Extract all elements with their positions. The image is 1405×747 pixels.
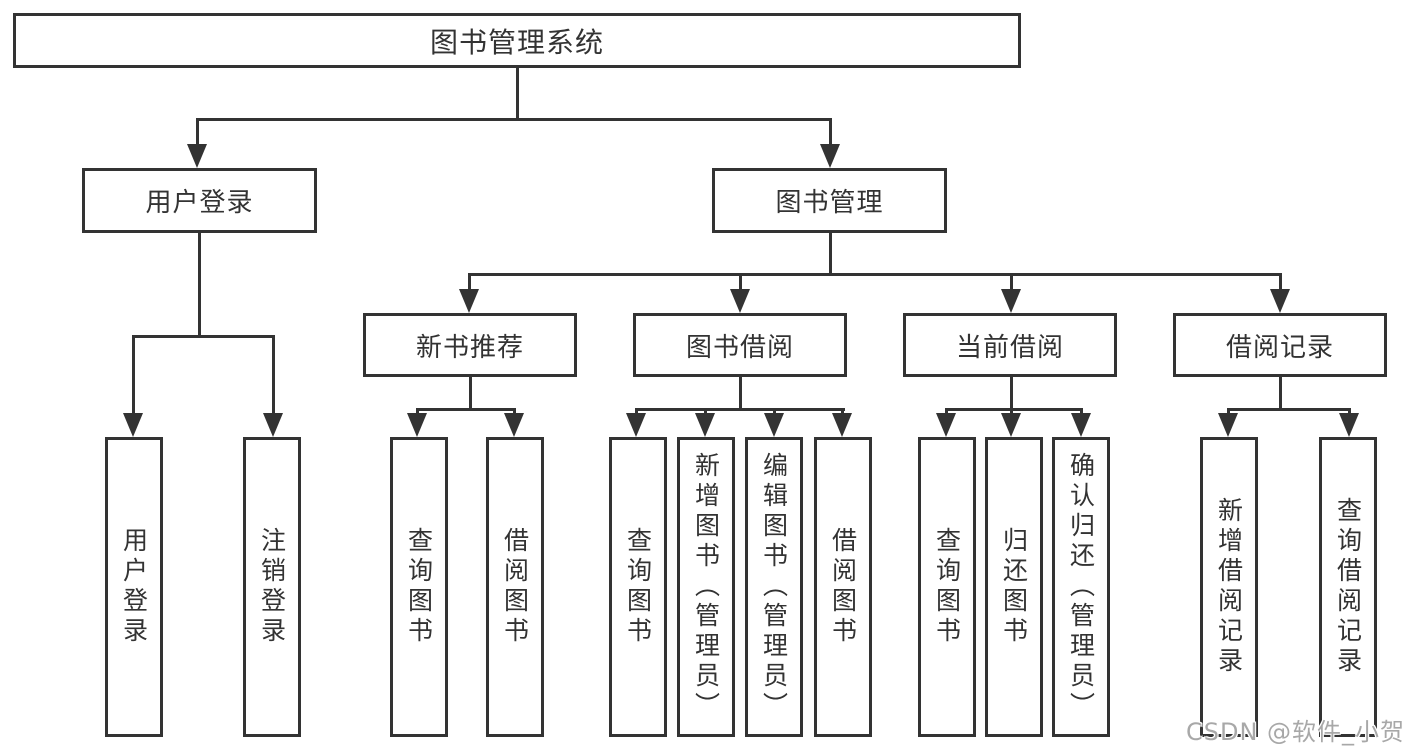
arrow-down <box>832 413 852 437</box>
tree-connector-line <box>945 408 1083 411</box>
arrow-down <box>695 413 715 437</box>
arrow-down <box>730 289 750 313</box>
tree-connector-line <box>198 233 201 335</box>
tree-connector-line <box>1279 377 1282 408</box>
leaf-return-book: 归还图书 <box>985 437 1043 737</box>
arrow-down <box>820 144 840 168</box>
arrow-down <box>1339 413 1359 437</box>
leaf-borrow-books-borrowing: 借阅图书 <box>814 437 872 737</box>
arrow-down <box>764 413 784 437</box>
leaf-add-book-admin: 新增图书（管理员） <box>677 437 735 737</box>
tree-connector-line <box>132 335 135 417</box>
leaf-add-borrowing-record: 新增借阅记录 <box>1200 437 1258 737</box>
tree-connector-line <box>196 118 832 121</box>
leaf-query-books-recommend: 查询图书 <box>390 437 448 737</box>
node-borrowing-records: 借阅记录 <box>1173 313 1387 377</box>
tree-connector-line <box>1010 377 1013 408</box>
arrow-down <box>626 413 646 437</box>
tree-connector-line <box>635 408 845 411</box>
tree-connector-line <box>1010 273 1013 295</box>
arrow-down <box>1001 413 1021 437</box>
tree-connector-line <box>196 118 199 150</box>
tree-connector-line <box>739 377 742 408</box>
tree-connector-line <box>1279 273 1282 295</box>
node-current-borrowing: 当前借阅 <box>903 313 1117 377</box>
tree-connector-line <box>468 273 1282 276</box>
tree-connector-line <box>272 335 275 417</box>
leaf-confirm-return-admin: 确认归还（管理员） <box>1052 437 1110 737</box>
tree-connector-line <box>829 233 832 273</box>
arrow-down <box>1071 413 1091 437</box>
node-library-management-system: 图书管理系统 <box>13 13 1021 68</box>
leaf-borrow-books-recommend: 借阅图书 <box>486 437 544 737</box>
arrow-down <box>1001 289 1021 313</box>
node-book-management: 图书管理 <box>712 168 947 233</box>
tree-connector-line <box>132 335 275 338</box>
node-book-borrowing: 图书借阅 <box>633 313 847 377</box>
arrow-down <box>1270 289 1290 313</box>
arrow-down <box>936 413 956 437</box>
leaf-edit-book-admin: 编辑图书（管理员） <box>745 437 803 737</box>
arrow-down <box>123 413 143 437</box>
arrow-down <box>1218 413 1238 437</box>
tree-connector-line <box>1227 408 1351 411</box>
arrow-down <box>407 413 427 437</box>
arrow-down <box>459 289 479 313</box>
node-new-book-recommendation: 新书推荐 <box>363 313 577 377</box>
tree-connector-line <box>516 68 519 118</box>
leaf-user-login: 用户登录 <box>105 437 163 737</box>
tree-connector-line <box>416 408 516 411</box>
leaf-query-borrowing-record: 查询借阅记录 <box>1319 437 1377 737</box>
leaf-query-books-current: 查询图书 <box>918 437 976 737</box>
arrow-down <box>504 413 524 437</box>
leaf-logout: 注销登录 <box>243 437 301 737</box>
node-user-login: 用户登录 <box>82 168 317 233</box>
tree-connector-line <box>468 273 471 295</box>
arrow-down <box>187 144 207 168</box>
csdn-watermark: CSDN @软件_小贺同学 <box>1186 718 1405 746</box>
tree-connector-line <box>739 273 742 295</box>
leaf-query-books-borrowing: 查询图书 <box>609 437 667 737</box>
tree-connector-line <box>829 118 832 150</box>
tree-connector-line <box>469 377 472 408</box>
arrow-down <box>263 413 283 437</box>
